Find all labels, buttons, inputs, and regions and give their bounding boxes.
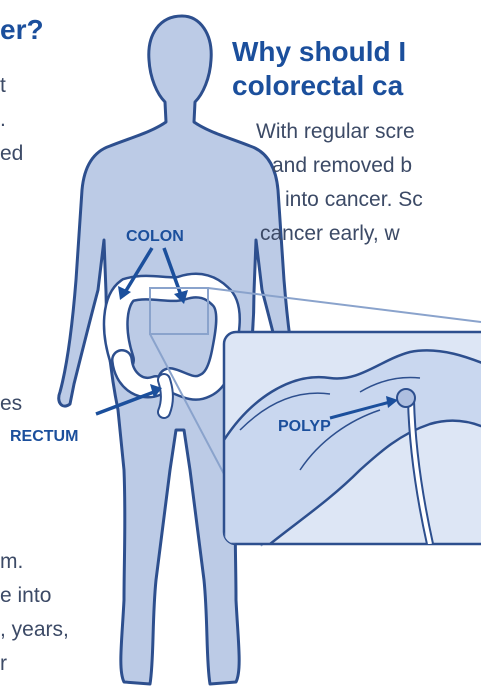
polyp-label: POLYP bbox=[278, 418, 331, 436]
colon-label: COLON bbox=[126, 228, 184, 246]
polyp-graphic bbox=[397, 389, 415, 407]
right-body-line: cancer early, w bbox=[260, 220, 400, 248]
right-heading-line2: colorectal ca bbox=[232, 70, 403, 102]
right-body-line: With regular scre bbox=[256, 118, 415, 146]
right-heading-line1: Why should I bbox=[232, 36, 406, 68]
right-body-line: and removed b bbox=[272, 152, 412, 180]
right-body-line: into cancer. Sc bbox=[285, 186, 423, 214]
polyp-inset bbox=[224, 332, 481, 544]
rectum-label: RECTUM bbox=[10, 428, 78, 446]
